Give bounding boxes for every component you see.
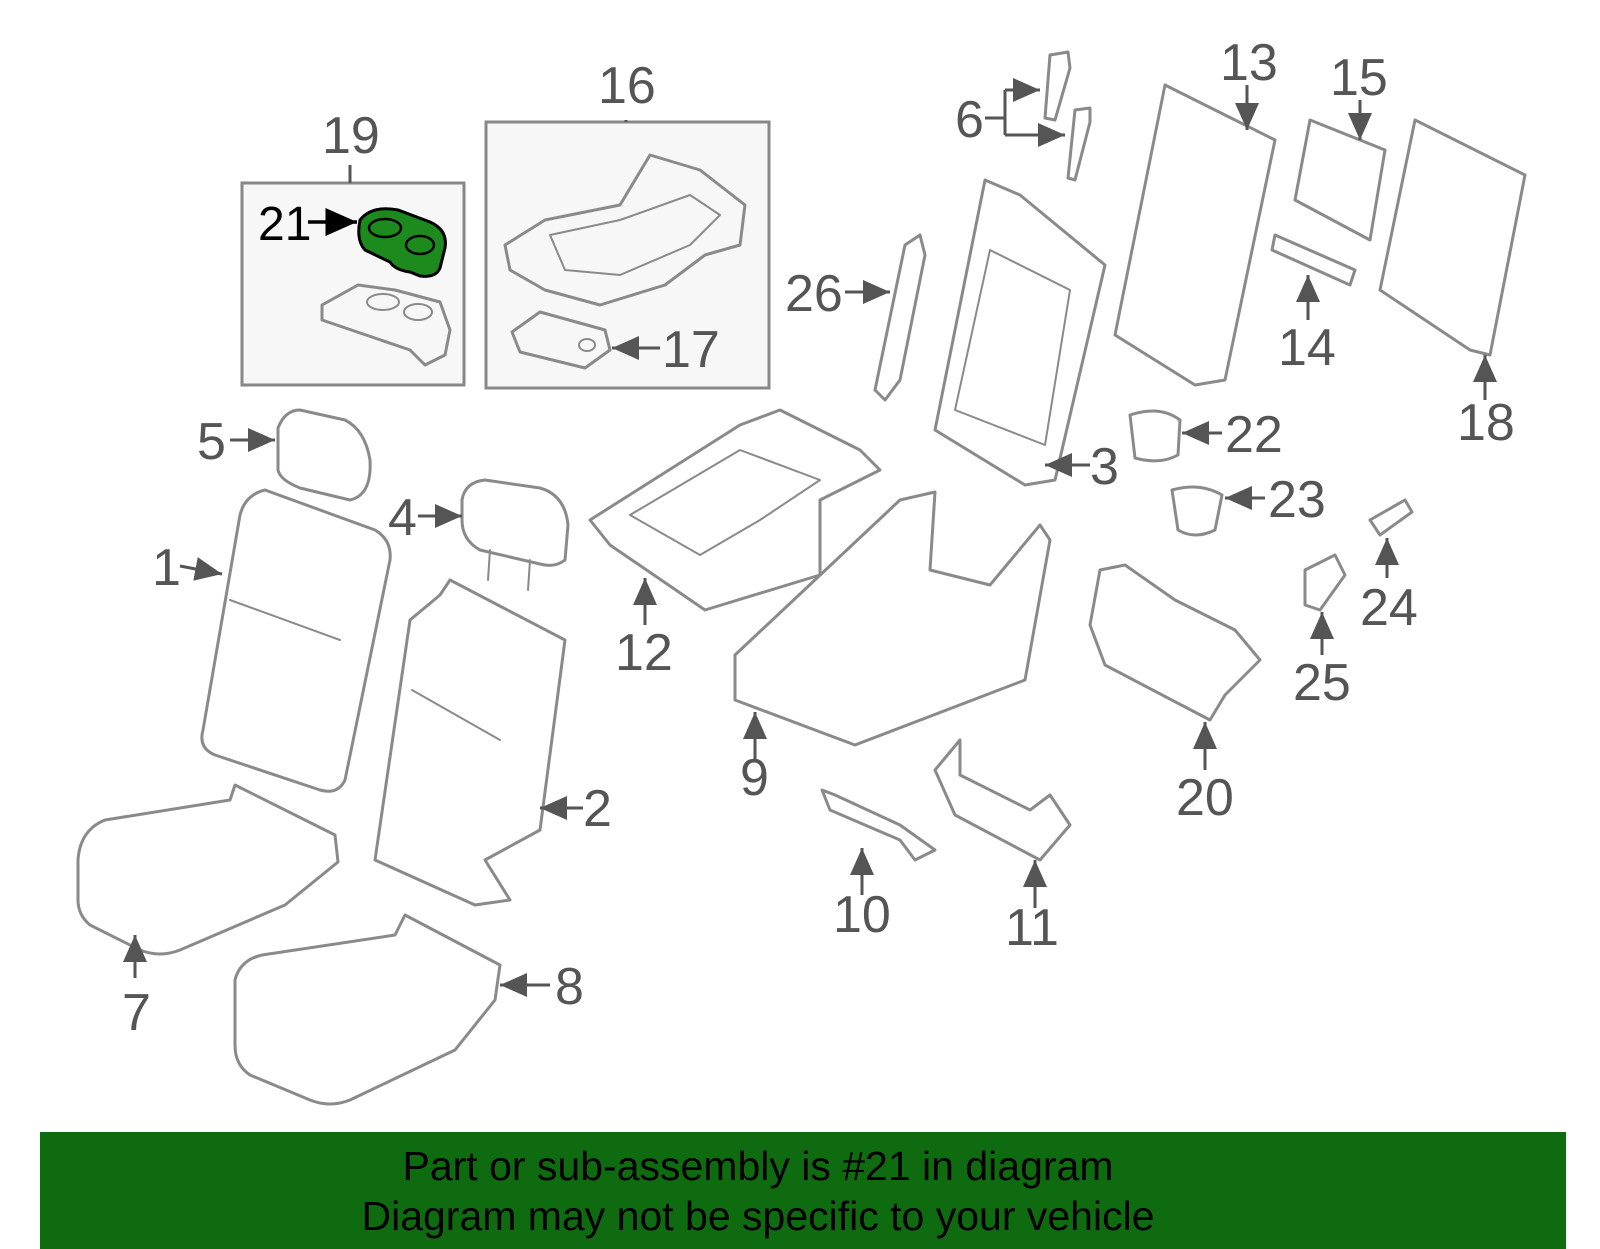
part-14-strip	[1270, 233, 1357, 287]
callout-17: 17	[662, 321, 720, 379]
info-banner: Part or sub-assembly is #21 in diagram D…	[40, 1132, 1566, 1249]
part-12-console-tray	[588, 408, 882, 612]
callout-11: 11	[1005, 899, 1059, 957]
part-18-back-cover	[1378, 118, 1527, 357]
part-25-grommet	[1303, 553, 1347, 612]
callout-25: 25	[1293, 654, 1351, 712]
part-19-cupholder-base	[320, 283, 452, 367]
callout-14: 14	[1278, 319, 1336, 377]
part-15-panel	[1293, 118, 1387, 242]
callout-19: 19	[322, 107, 380, 165]
part-9-console-bracket	[733, 490, 1052, 747]
part-3-seatback-frame	[933, 178, 1107, 487]
part-11-bracket	[933, 738, 1072, 862]
part-17-trim-plate	[510, 310, 612, 370]
callout-15: 15	[1330, 49, 1388, 107]
callout-23: 23	[1268, 471, 1326, 529]
callout-16: 16	[598, 57, 656, 115]
callout-22: 22	[1225, 406, 1283, 464]
callout-4: 4	[388, 489, 417, 547]
callout-10: 10	[833, 886, 891, 944]
callout-26: 26	[785, 265, 843, 323]
callout-8: 8	[555, 958, 584, 1016]
part-20-housing	[1088, 563, 1262, 722]
callout-9: 9	[740, 749, 769, 807]
part-26-hinge	[873, 233, 927, 402]
part-24-pin	[1368, 498, 1414, 537]
callout-24: 24	[1360, 579, 1418, 637]
part-13-back-panel	[1113, 83, 1277, 387]
callout-21-highlighted: 21	[258, 198, 311, 251]
callout-7: 7	[122, 984, 151, 1042]
part-23-cup-insert	[1170, 485, 1224, 537]
part-1-seatback-cover	[200, 488, 392, 793]
part-8-cushion	[233, 913, 502, 1106]
callout-12: 12	[615, 624, 673, 682]
banner-line-1: Part or sub-assembly is #21 in diagram	[402, 1142, 1114, 1189]
callout-13: 13	[1220, 34, 1278, 92]
part-21-cupholder-highlighted[interactable]	[357, 207, 447, 278]
part-7-cushion-cover	[76, 783, 340, 956]
part-22-cup-insert	[1128, 409, 1182, 463]
callout-6: 6	[955, 91, 984, 149]
callout-3: 3	[1090, 438, 1119, 496]
callout-5: 5	[197, 413, 226, 471]
part-5-headrest	[276, 408, 372, 502]
banner-line-2: Diagram may not be specific to your vehi…	[361, 1192, 1155, 1239]
callout-18: 18	[1457, 394, 1515, 452]
part-6-bolts	[1043, 50, 1092, 182]
callout-1: 1	[152, 539, 181, 597]
part-4-headrest	[460, 478, 570, 591]
callout-2: 2	[583, 780, 612, 838]
part-10-bracket	[820, 788, 937, 862]
part-2-seatback	[373, 578, 567, 907]
callout-arrows	[123, 78, 1497, 997]
callout-20: 20	[1176, 769, 1234, 827]
part-16-armrest-lid	[503, 153, 747, 307]
